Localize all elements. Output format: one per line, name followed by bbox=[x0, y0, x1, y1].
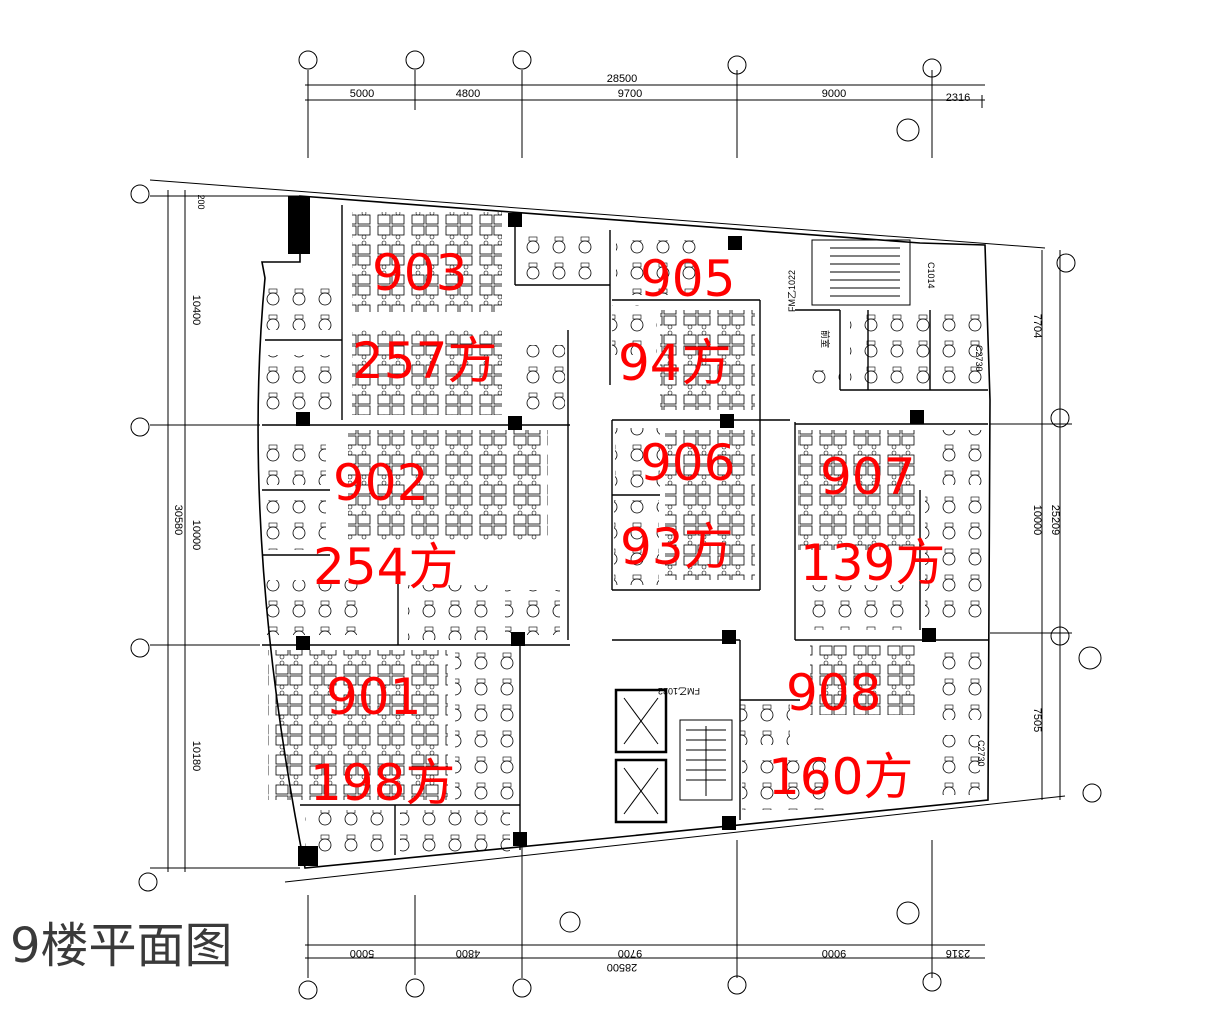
window-tag-c1014: C1014 bbox=[926, 262, 936, 289]
stair-core-top bbox=[811, 239, 911, 306]
right-grid-bubbles bbox=[1050, 253, 1102, 803]
left-grid-bubbles bbox=[130, 184, 158, 892]
room-number-907: 907 bbox=[820, 448, 915, 506]
window-tag-c2730-upper: C2730 bbox=[974, 345, 984, 372]
door-tag-fm-lower: FM乙1022 bbox=[658, 686, 700, 696]
interior-walls bbox=[262, 205, 988, 855]
top-dim-4: 9000 bbox=[822, 88, 846, 100]
building-outline bbox=[149, 179, 1066, 883]
room-number-902: 902 bbox=[333, 454, 428, 512]
left-total-dimension: 30580 bbox=[172, 505, 184, 536]
room-number-903: 903 bbox=[372, 244, 467, 302]
elevator-core bbox=[614, 688, 668, 824]
top-dim-2: 4800 bbox=[456, 88, 480, 100]
right-dim-3: 7505 bbox=[1031, 708, 1043, 732]
room-area-907: 139方 bbox=[800, 534, 945, 592]
room-area-902: 254方 bbox=[313, 538, 458, 596]
right-dimension-chain bbox=[990, 250, 1072, 800]
bottom-dim-4: 9000 bbox=[822, 947, 846, 959]
room-area-908: 160方 bbox=[768, 748, 913, 806]
workstation-clusters bbox=[266, 212, 985, 855]
bottom-dim-5: 2316 bbox=[946, 947, 970, 959]
room-area-905: 94方 bbox=[618, 334, 732, 392]
structural-columns bbox=[288, 196, 936, 866]
left-dim-2: 10000 bbox=[190, 520, 202, 551]
room-number-905: 905 bbox=[640, 250, 735, 308]
top-dim-3: 9700 bbox=[618, 88, 642, 100]
top-dimension-chain bbox=[305, 70, 985, 158]
room-number-908: 908 bbox=[786, 664, 881, 722]
room-number-906: 906 bbox=[640, 434, 735, 492]
bottom-total-dimension: 28500 bbox=[607, 961, 638, 973]
right-dim-1: 7704 bbox=[1031, 314, 1043, 338]
top-dim-5: 2316 bbox=[946, 92, 970, 104]
stair-core-bottom bbox=[679, 719, 733, 801]
room-area-901: 198方 bbox=[310, 754, 455, 812]
room-area-906: 93方 bbox=[620, 518, 734, 576]
room-area-903: 257方 bbox=[352, 332, 497, 390]
left-dim-1: 10400 bbox=[190, 295, 202, 326]
top-dim-1: 5000 bbox=[350, 88, 374, 100]
window-tag-c2730-lower: C2730 bbox=[976, 740, 986, 767]
top-total-dimension: 28500 bbox=[607, 73, 638, 85]
left-dim-3: 10180 bbox=[190, 741, 202, 772]
room-tag-front: 前室 bbox=[820, 330, 831, 348]
bottom-dim-3: 9700 bbox=[618, 947, 642, 959]
door-tag-fm-upper: FM乙1022 bbox=[787, 270, 797, 312]
left-dimension-chain bbox=[150, 190, 300, 872]
right-dim-2: 10000 bbox=[1031, 505, 1043, 536]
bottom-grid-bubbles bbox=[298, 901, 942, 1000]
right-total-dimension: 25209 bbox=[1049, 505, 1061, 536]
bottom-dim-1: 5000 bbox=[350, 947, 374, 959]
bottom-dimension-chain bbox=[305, 840, 985, 978]
page-title: 9楼平面图 bbox=[10, 918, 233, 974]
room-number-901: 901 bbox=[326, 668, 421, 726]
elevator-cross bbox=[623, 697, 659, 815]
bottom-dim-2: 4800 bbox=[456, 947, 480, 959]
top-grid-bubbles bbox=[298, 50, 942, 142]
left-dim-small: 200 bbox=[196, 194, 206, 209]
